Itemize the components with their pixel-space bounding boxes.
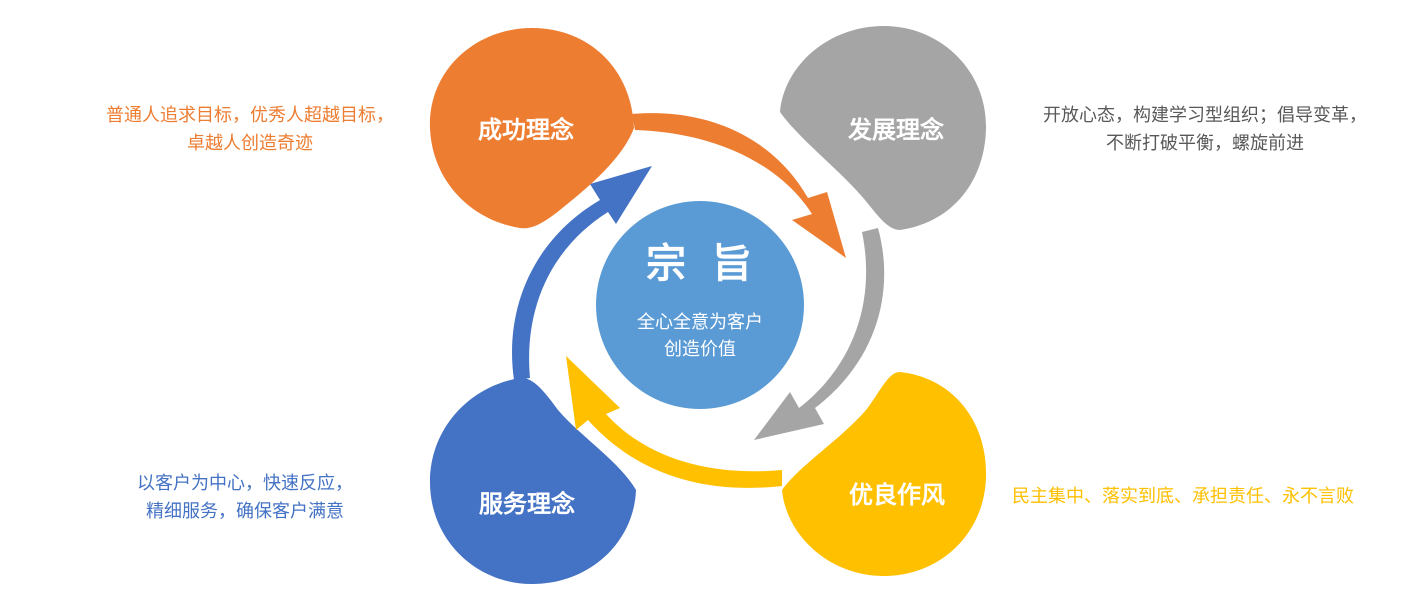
lobe-style-shape bbox=[782, 372, 987, 576]
lobe-development: 发展理念 bbox=[780, 26, 986, 230]
description-service-line2: 精细服务，确保客户满意 bbox=[146, 501, 344, 522]
description-style: 民主集中、落实到底、承担责任、永不言败 bbox=[1012, 483, 1412, 511]
description-service-line1: 以客户为中心，快速反应， bbox=[137, 473, 353, 494]
arrow-gray bbox=[754, 228, 885, 440]
lobe-style: 优良作风 bbox=[782, 372, 987, 576]
arrow-yellow-body bbox=[566, 356, 782, 488]
center-hub: 宗 旨 全心全意为客户 创造价值 bbox=[596, 201, 804, 409]
center-subtitle-line2: 创造价值 bbox=[664, 339, 736, 360]
center-title: 宗 旨 bbox=[646, 241, 758, 287]
arrow-yellow bbox=[566, 356, 782, 488]
description-success: 普通人追求目标，优秀人超越目标， 卓越人创造奇迹 bbox=[80, 102, 420, 158]
lobe-style-title: 优良作风 bbox=[849, 481, 945, 509]
description-service: 以客户为中心，快速反应， 精细服务，确保客户满意 bbox=[110, 470, 380, 526]
lobe-development-title: 发展理念 bbox=[847, 116, 944, 144]
description-style-line1: 民主集中、落实到底、承担责任、永不言败 bbox=[1012, 486, 1354, 507]
description-success-line1: 普通人追求目标，优秀人超越目标， bbox=[106, 105, 394, 126]
lobe-success-title: 成功理念 bbox=[478, 116, 574, 144]
lobe-development-shape bbox=[780, 26, 986, 230]
center-circle bbox=[596, 201, 804, 409]
center-subtitle-line1: 全心全意为客户 bbox=[637, 312, 763, 333]
arrow-gray-body bbox=[754, 228, 885, 440]
description-success-line2: 卓越人创造奇迹 bbox=[187, 133, 313, 154]
lobe-success-shape bbox=[429, 28, 634, 229]
lobe-success: 成功理念 bbox=[429, 28, 634, 229]
description-development: 开放心态，构建学习型组织；倡导变革， 不断打破平衡，螺旋前进 bbox=[1015, 102, 1395, 158]
arrow-blue bbox=[512, 166, 652, 380]
lobe-service-title: 服务理念 bbox=[479, 490, 575, 518]
description-development-line1: 开放心态，构建学习型组织；倡导变革， bbox=[1043, 105, 1367, 126]
lobe-service-shape bbox=[430, 377, 636, 584]
description-development-line2: 不断打破平衡，螺旋前进 bbox=[1106, 133, 1304, 154]
arrow-orange-body bbox=[632, 113, 846, 258]
lobe-service: 服务理念 bbox=[430, 377, 636, 584]
arrow-orange bbox=[632, 113, 846, 258]
arrow-blue-body bbox=[512, 166, 652, 380]
